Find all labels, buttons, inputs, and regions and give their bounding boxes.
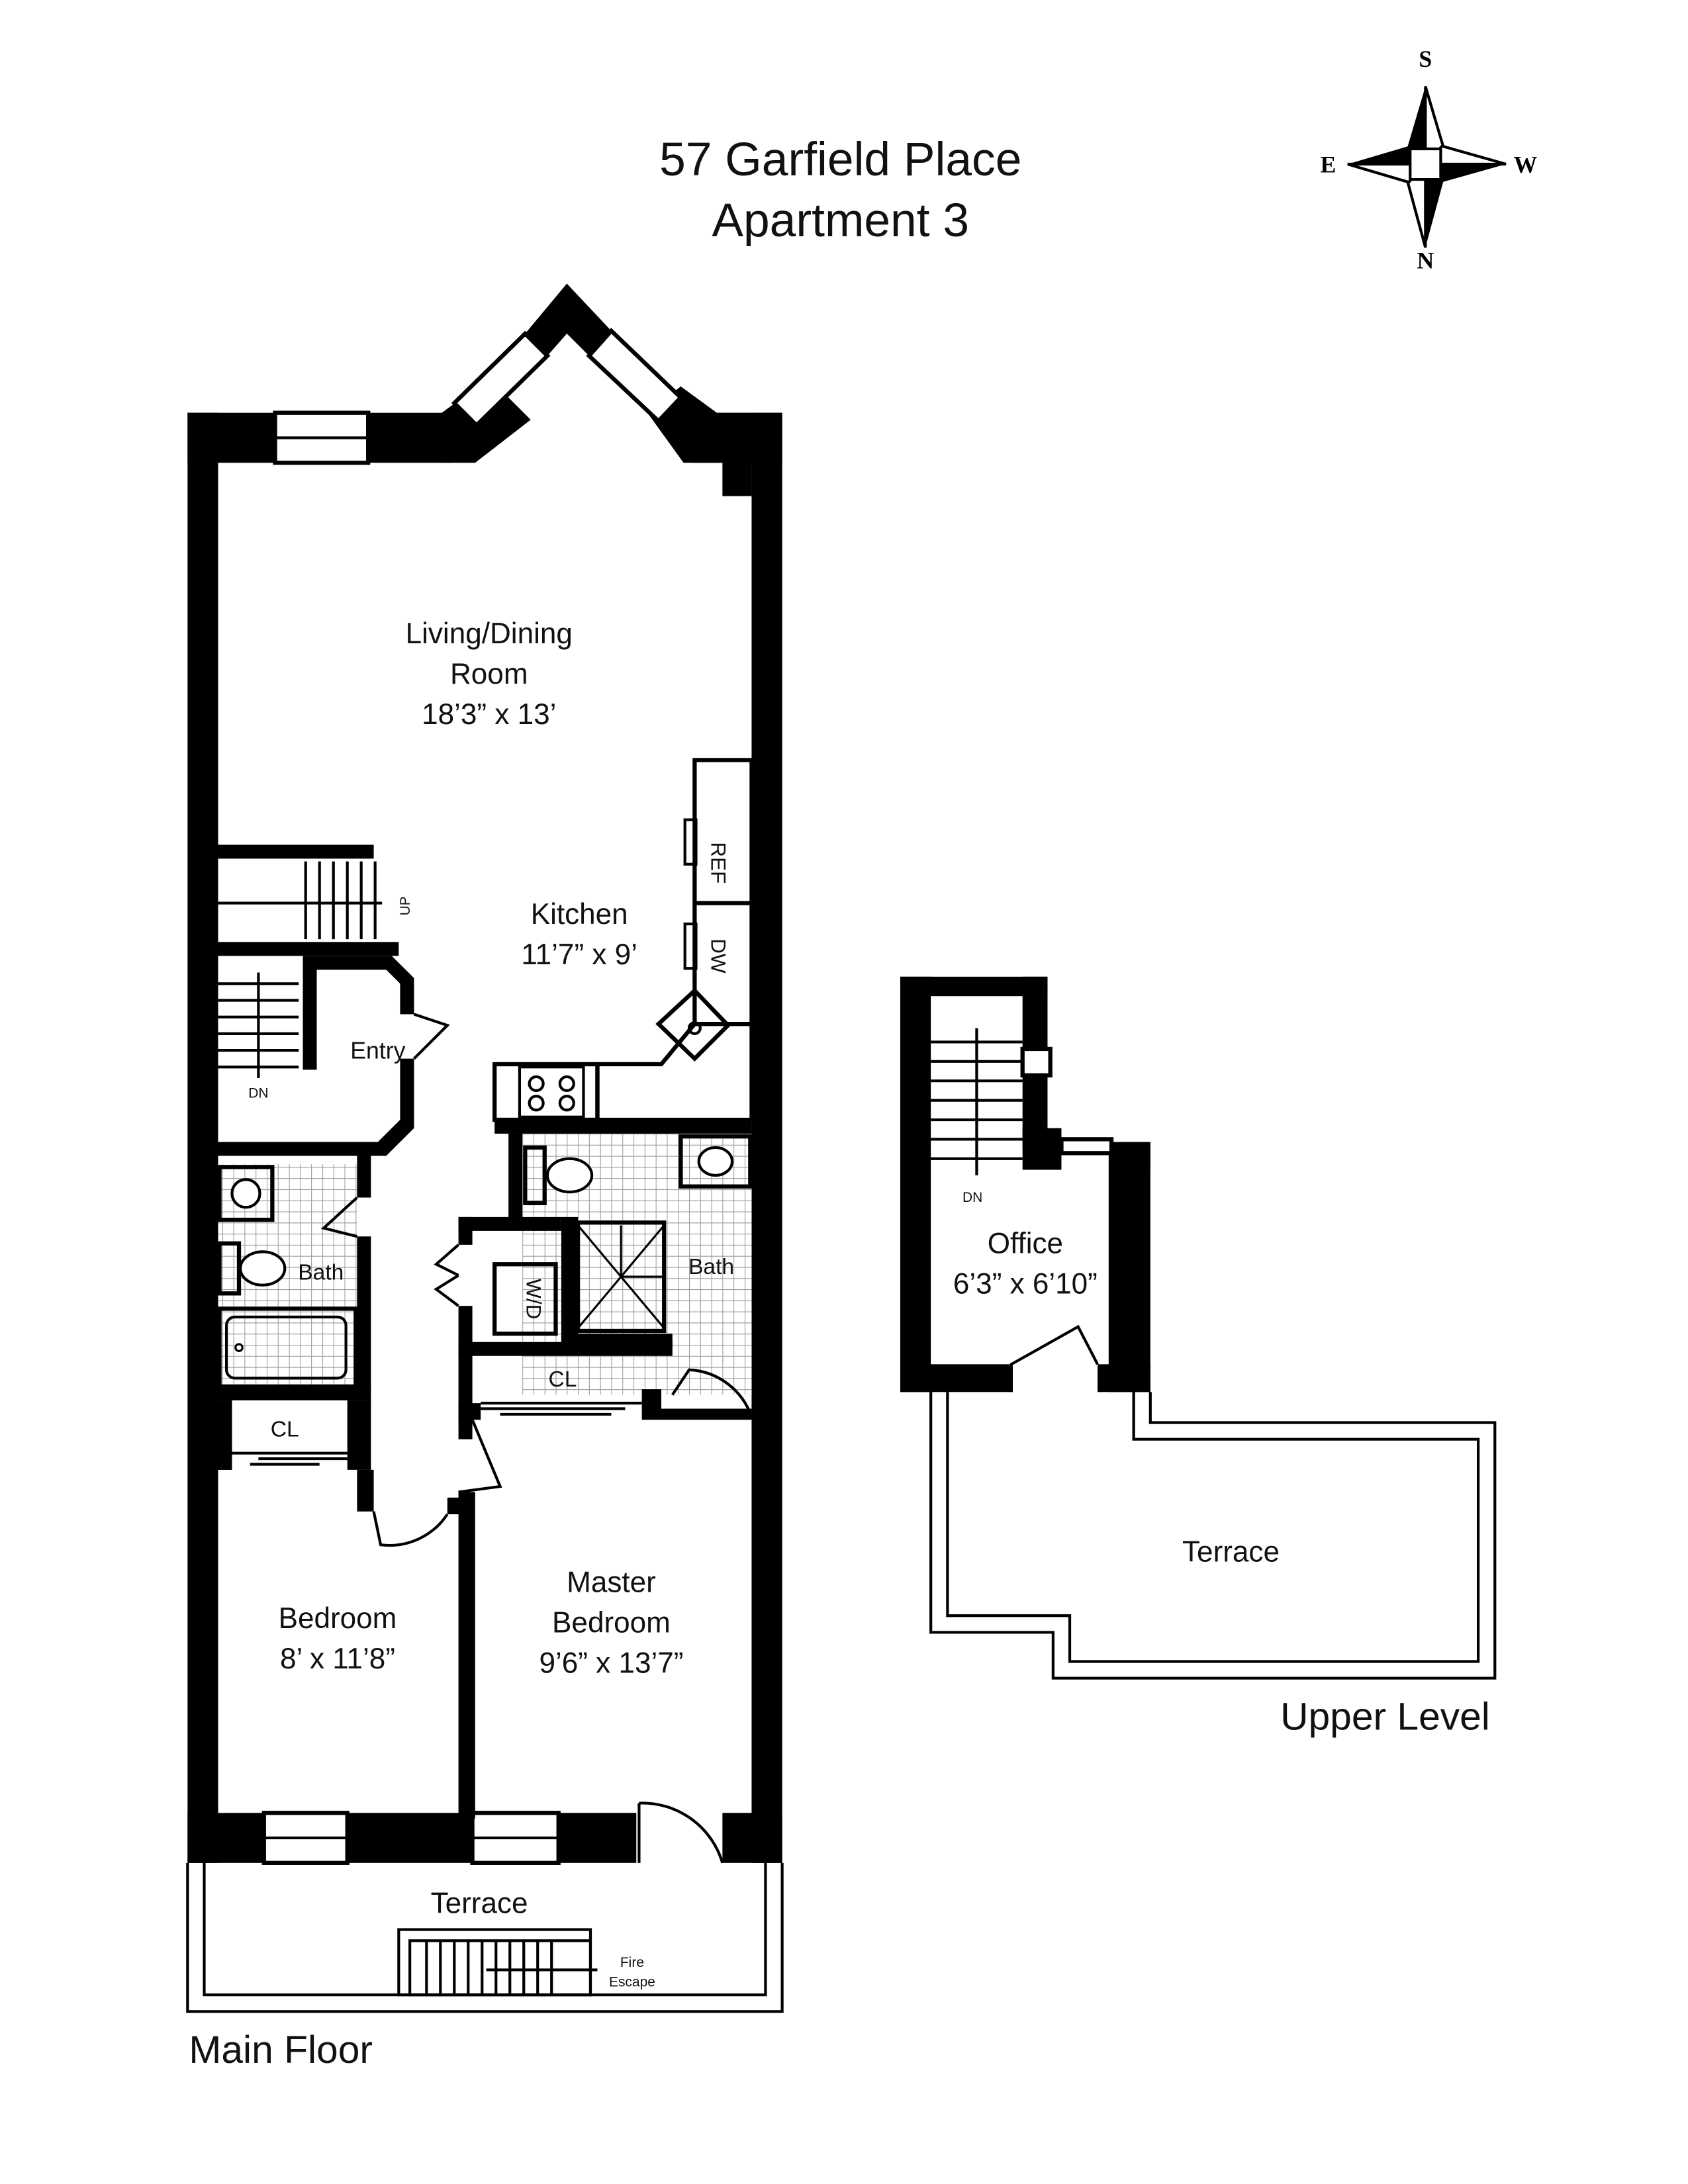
- window: [1059, 1137, 1114, 1156]
- upper-level: DN Office 6’3” x 6’10” Terrace Upper Lev…: [900, 976, 1497, 1738]
- living-name-1: Living/Dining: [406, 617, 573, 650]
- stairs-down: [218, 972, 299, 1079]
- master-size: 9’6” x 13’7”: [539, 1647, 683, 1679]
- closet-master-label: CL: [549, 1367, 577, 1392]
- room-living-dining: Living/Dining Room 18’3” x 13’: [406, 617, 573, 731]
- wall-right: [751, 412, 782, 1863]
- bath-right-label: Bath: [688, 1255, 734, 1279]
- main-terrace-label: Terrace: [431, 1887, 528, 1919]
- fridge-label: REF: [707, 842, 730, 884]
- compass-south: S: [1419, 46, 1432, 72]
- kitchen-name: Kitchen: [531, 898, 628, 931]
- upper-stairs-down-label: DN: [962, 1190, 982, 1205]
- room-master-bedroom: Master Bedroom 9’6” x 13’7”: [539, 1567, 683, 1680]
- door-swing: [372, 1511, 449, 1547]
- master-name-2: Bedroom: [552, 1606, 671, 1639]
- window: [1020, 1046, 1053, 1077]
- compass-north: N: [1417, 247, 1434, 273]
- bedroom-name: Bedroom: [279, 1602, 397, 1635]
- washer-dryer: [492, 1262, 558, 1336]
- door-swing: [458, 1419, 502, 1494]
- room-office: Office 6’3” x 6’10”: [953, 1227, 1098, 1300]
- fire-escape-label-1: Fire: [620, 1955, 644, 1970]
- master-name-1: Master: [567, 1567, 656, 1599]
- plan-title: 57 Garfield Place Apartment 3: [659, 133, 1021, 247]
- door-swing: [671, 1368, 753, 1418]
- stove-icon: [518, 1066, 585, 1118]
- upper-terrace: [929, 1392, 1497, 1680]
- title-line-1: 57 Garfield Place: [659, 133, 1021, 186]
- sink-icon: [655, 987, 731, 1062]
- door-swing: [1009, 1324, 1099, 1392]
- main-floor: UP DN: [186, 283, 784, 2071]
- door-swing: [434, 1244, 459, 1307]
- door-swing: [637, 1801, 724, 1864]
- stairs-up: [218, 861, 383, 940]
- stairs-down-label: DN: [248, 1085, 268, 1101]
- office-size: 6’3” x 6’10”: [953, 1267, 1098, 1300]
- entry-door: [412, 1013, 450, 1060]
- room-kitchen: Kitchen 11’7” x 9’: [521, 898, 637, 971]
- door-swing: [320, 1196, 358, 1238]
- closet-bedroom-label: CL: [271, 1417, 299, 1441]
- bedroom-size: 8’ x 11’8”: [280, 1643, 395, 1675]
- upper-level-caption: Upper Level: [1280, 1695, 1490, 1738]
- title-line-2: Apartment 3: [712, 194, 969, 247]
- upper-terrace-label: Terrace: [1182, 1535, 1280, 1568]
- kitchen-size: 11’7” x 9’: [521, 938, 637, 971]
- bath-right-fixtures: [523, 1134, 753, 1334]
- office-name: Office: [988, 1227, 1063, 1259]
- main-floor-caption: Main Floor: [189, 2028, 373, 2071]
- entry-label: Entry: [350, 1038, 405, 1064]
- compass-east: E: [1321, 152, 1336, 178]
- fire-escape-label-2: Escape: [609, 1975, 655, 1990]
- compass-icon: S N E W: [1321, 46, 1538, 273]
- compass-west: W: [1514, 152, 1538, 178]
- bath-left-fixtures: [217, 1165, 358, 1389]
- living-name-2: Room: [450, 658, 528, 690]
- wall-left: [187, 412, 218, 1863]
- main-terrace: [186, 1862, 784, 2013]
- washer-dryer-label: W/D: [522, 1279, 545, 1319]
- living-size: 18’3” x 13’: [422, 698, 556, 731]
- dishwasher-label: DW: [707, 938, 730, 974]
- room-bedroom: Bedroom 8’ x 11’8”: [279, 1602, 397, 1675]
- upper-stairs-down: [931, 1028, 1023, 1175]
- bath-left-label: Bath: [298, 1260, 344, 1285]
- stairs-up-label: UP: [398, 896, 413, 915]
